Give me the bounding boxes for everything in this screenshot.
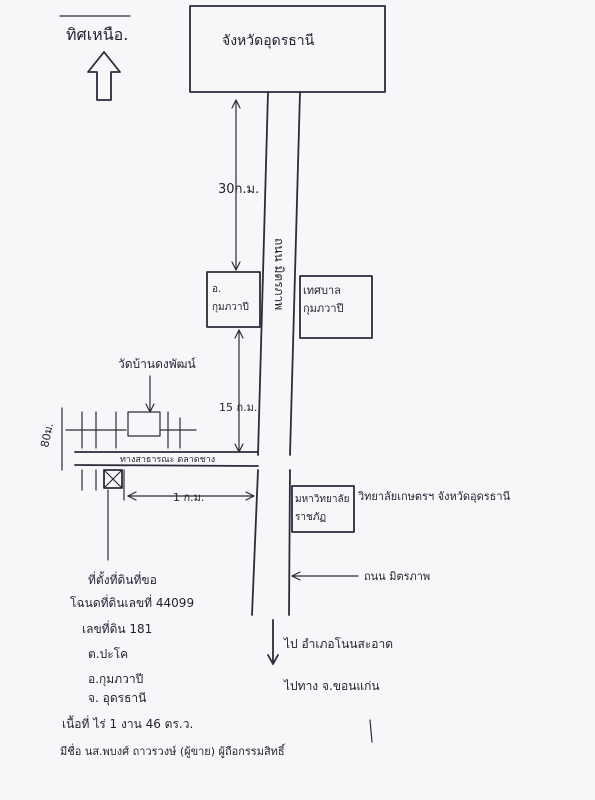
- land-parcel-cross-2: [103, 469, 123, 489]
- highway-mittraphap-label: ถนน มิตรภาพ: [364, 570, 430, 583]
- land-area: เนื้อที่ ไร่ 1 งาน 46 ตร.ว.: [62, 715, 193, 731]
- dimension-15km-label: 15 ก.ม.: [219, 401, 257, 414]
- district-office-label: อ.: [212, 284, 221, 295]
- land-parcel-number: เลขที่ดิน 181: [82, 620, 152, 636]
- dimension-1km-label: 1 ก.ม.: [173, 491, 204, 504]
- highway-pointer-arrow: [291, 571, 301, 581]
- dimension-30km-label: 30ก.ม.: [218, 182, 259, 197]
- highway-label-vertical: ถนน มิตรภาพ: [272, 238, 286, 310]
- province-box: [189, 5, 386, 93]
- main-road-right-edge-south: [288, 469, 291, 616]
- college-label: วิทยาลัยเกษตรฯ จังหวัดอุดรธานี: [357, 490, 510, 503]
- municipality-label: เทศบาล: [303, 284, 341, 297]
- dimension-80m-label: 80ม.: [38, 422, 56, 449]
- province-label: จังหวัดอุดรธานี: [222, 33, 315, 49]
- district-office-label-2: กุมภวาปี: [212, 301, 249, 313]
- main-road-left-edge-south: [251, 469, 259, 616]
- public-road-bottom-edge: [74, 464, 259, 467]
- north-arrow-icon: [87, 51, 121, 101]
- south-arrow-head-icon: [267, 654, 279, 665]
- university-label: มหาวิทยาลัย: [295, 494, 349, 505]
- temple-plot-box: [127, 411, 161, 437]
- dimension-30km-arrow-bottom: [231, 261, 241, 271]
- land-district: อ.กุมภวาปี: [88, 672, 143, 687]
- dimension-1km-arrow-right: [245, 491, 255, 501]
- land-subdistrict: ต.ปะโค: [88, 647, 128, 661]
- municipality-box: [299, 275, 373, 339]
- dimension-1km-arrow-left: [127, 491, 137, 501]
- municipality-label-2: กุมภวาปี: [303, 302, 344, 315]
- to-khonkaen-label: ไปทาง จ.ขอนแก่น: [283, 679, 380, 693]
- land-province: จ. อุดรธานี: [88, 691, 146, 706]
- temple-label: วัดบ้านดงพัฒน์: [118, 357, 196, 371]
- university-box: [291, 485, 355, 533]
- main-road-left-edge: [257, 91, 269, 456]
- district-office-box: [206, 271, 261, 328]
- land-info-title: ที่ตั้งที่ดินที่ขอ: [88, 571, 157, 587]
- university-label-2: ราชภัฏ: [295, 512, 326, 523]
- dimension-30km-arrow-top: [231, 99, 241, 109]
- land-owner: มีชื่อ นส.พบงศ์ ถาวรวงษ์ (ผู้ขาย) ผู้ถือ…: [60, 743, 286, 758]
- to-district-label: ไป อำเภอโนนสะอาด: [283, 637, 393, 651]
- land-deed-number: โฉนดที่ดินเลขที่ 44099: [70, 594, 194, 610]
- dimension-15km-arrow-top: [234, 329, 244, 339]
- public-road-label: ทางสาธารณะ ตลาดชาง: [120, 455, 215, 465]
- north-label: ทิศเหนือ.: [66, 25, 128, 44]
- main-road-right-edge: [289, 91, 301, 456]
- land-parcel-box: [103, 469, 123, 489]
- owner-bracket-mark: [369, 719, 373, 743]
